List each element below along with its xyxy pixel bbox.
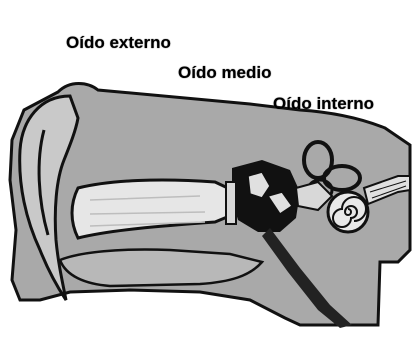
label-outer-ear: Oído externo <box>66 34 171 51</box>
label-middle-ear: Oído medio <box>178 64 272 81</box>
lower-lobe <box>60 249 262 286</box>
label-inner-ear: Oído interno <box>273 95 374 112</box>
middle-ear-cavity <box>232 160 300 232</box>
eardrum <box>226 182 236 224</box>
